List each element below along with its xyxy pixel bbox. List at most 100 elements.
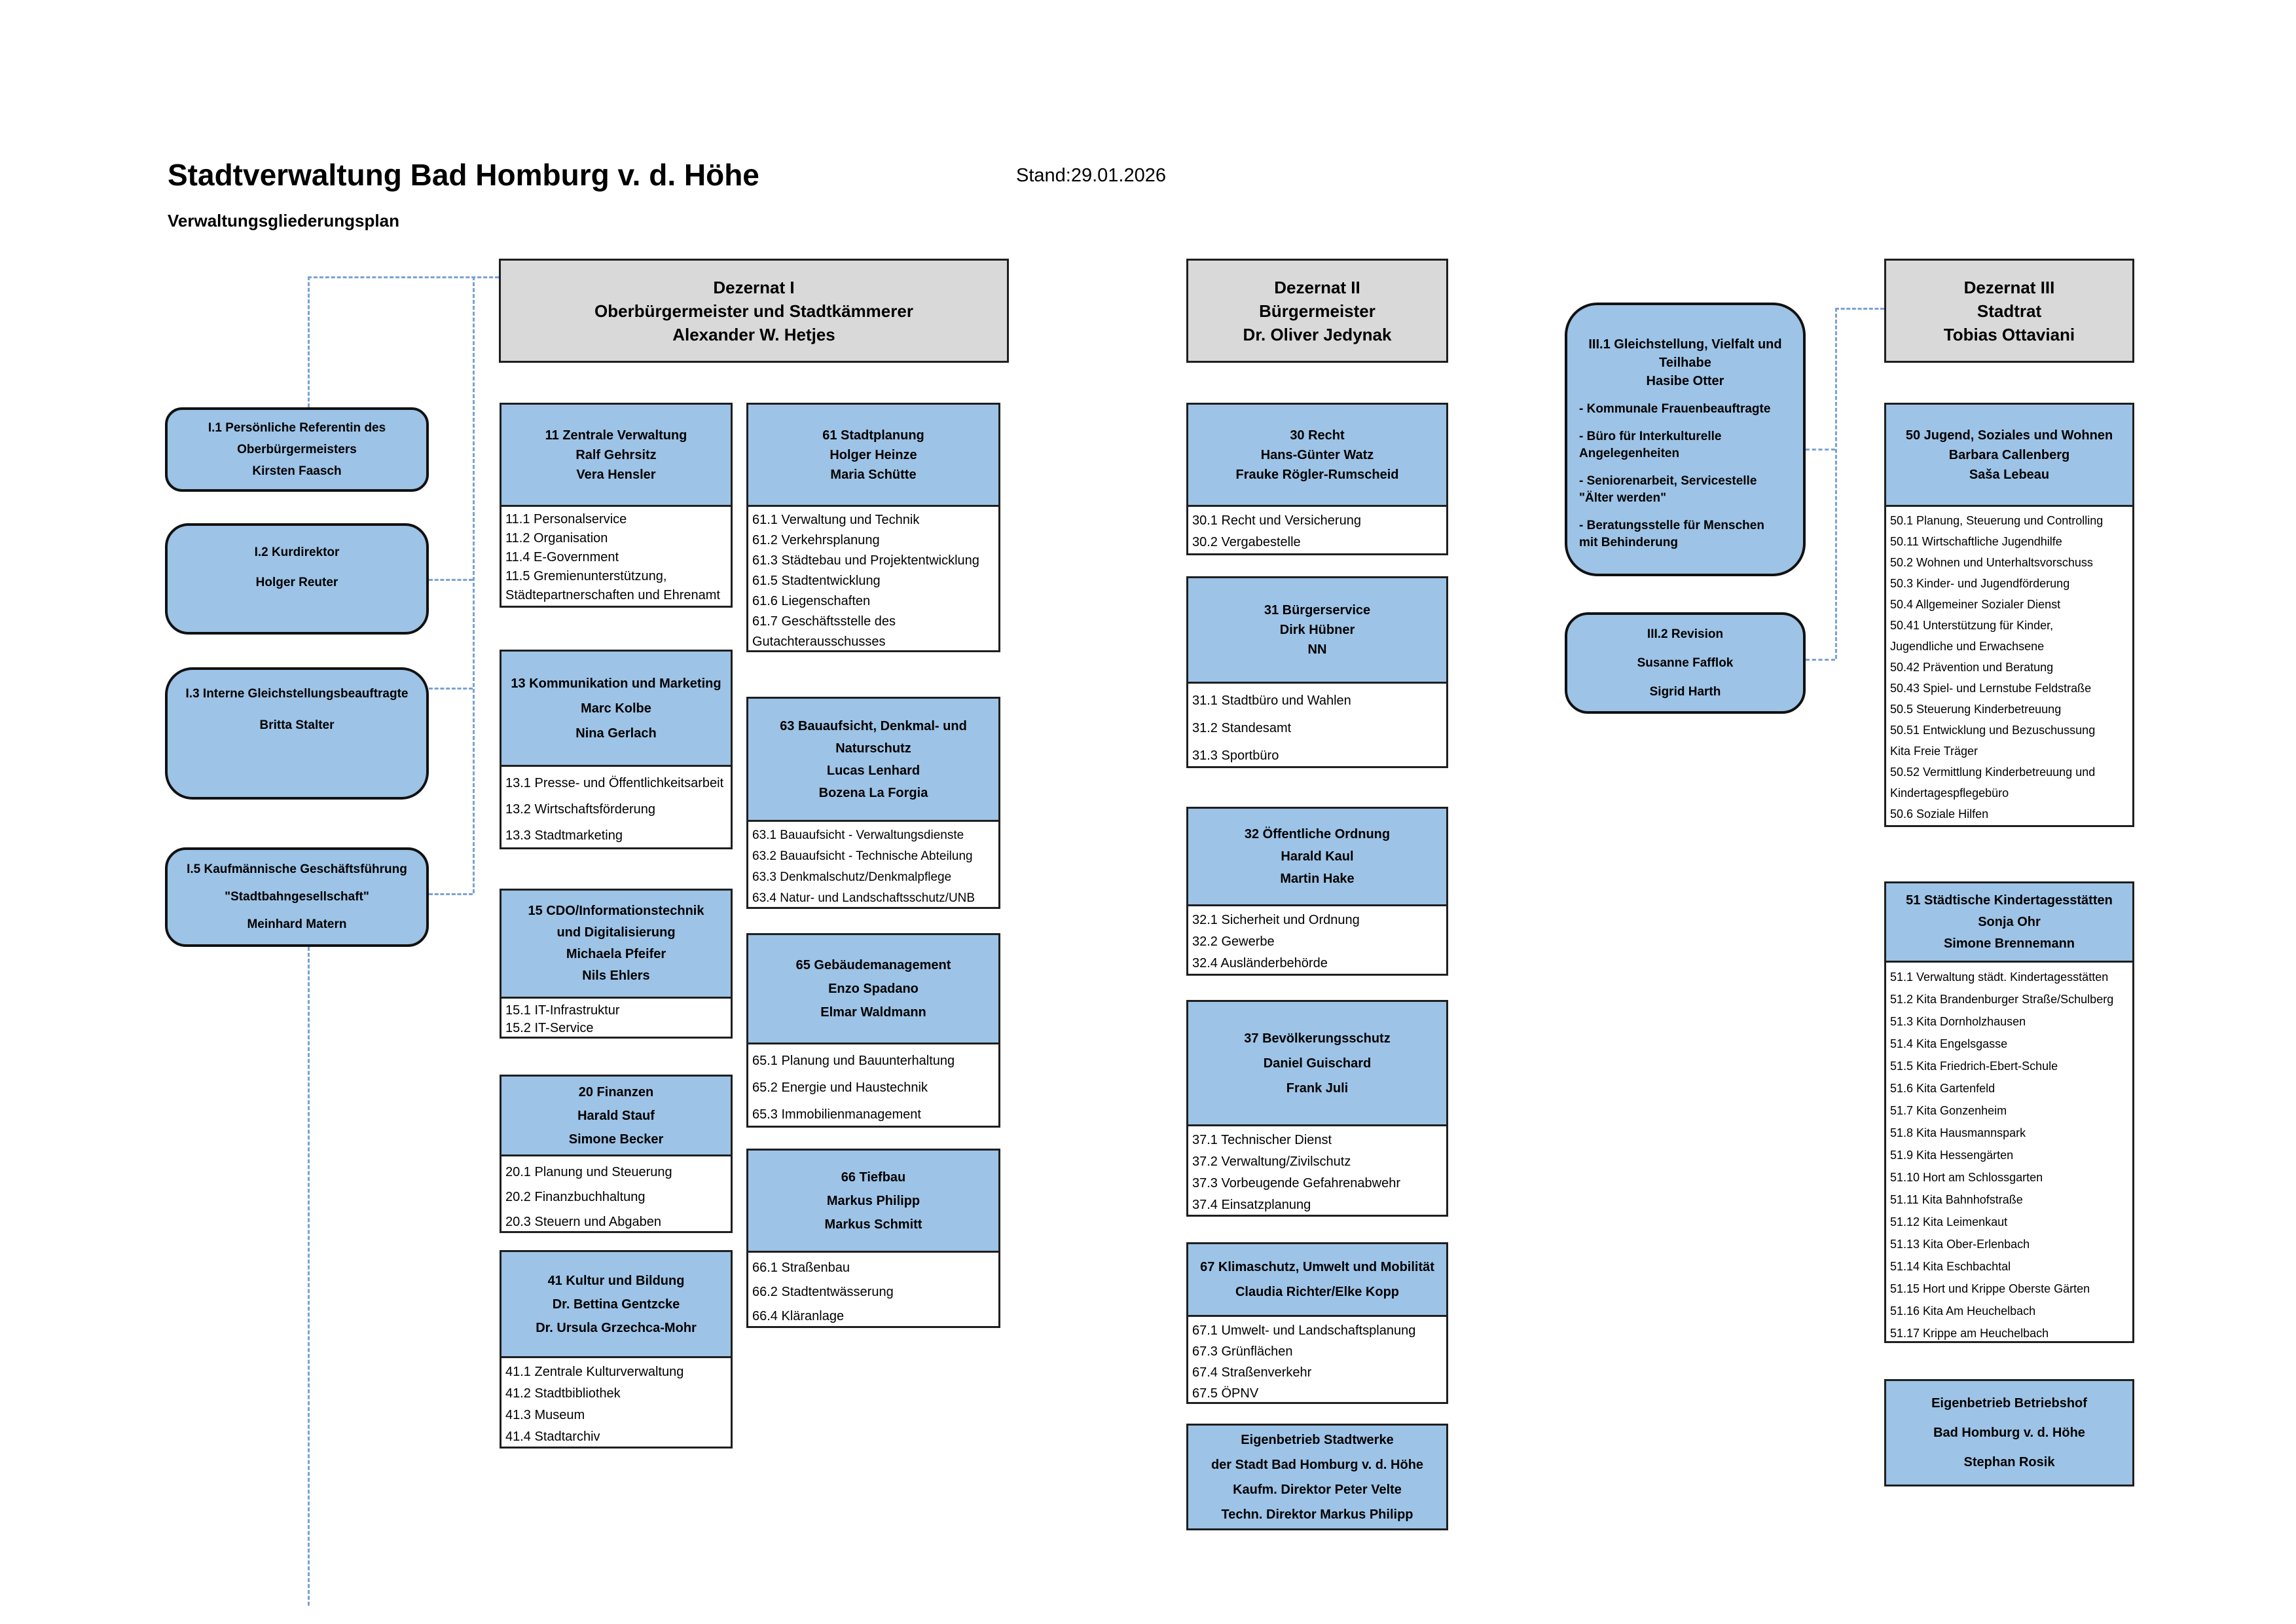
amt-header-line: Frank Juli (1286, 1080, 1349, 1096)
eigenbetrieb-line: Techn. Direktor Markus Philipp (1221, 1507, 1413, 1522)
referat-title-line: Teilhabe (1659, 356, 1711, 370)
unit-line: Kindertagespflegebüro (1890, 786, 2009, 800)
connector-line (308, 947, 310, 1606)
unit-line: 50.43 Spiel- und Lernstube Feldstraße (1890, 682, 2092, 695)
unit-line: 15.1 IT-Infrastruktur (505, 1003, 620, 1018)
amt-header-line: 13 Kommunikation und Marketing (511, 676, 721, 691)
unit-line: 37.1 Technischer Dienst (1192, 1133, 1332, 1147)
amt-header-line: Michaela Pfeifer (566, 947, 666, 961)
unit-line: 50.5 Steuerung Kinderbetreuung (1890, 703, 2062, 716)
unit-line: 15.2 IT-Service (505, 1021, 594, 1035)
unit-line: 51.12 Kita Leimenkaut (1890, 1215, 2008, 1228)
amt-header-line: Frauke Rögler-Rumscheid (1235, 467, 1399, 482)
unit-line: 63.4 Natur- und Landschaftsschutz/UNB (752, 891, 975, 905)
eigenbetrieb-line: Bad Homburg v. d. Höhe (1933, 1425, 2085, 1440)
amt-header-line: Simone Brennemann (1943, 936, 2075, 951)
stab-line: Britta Stalter (259, 718, 335, 732)
eigenbetrieb-line: der Stadt Bad Homburg v. d. Höhe (1211, 1457, 1424, 1472)
dezernat-line: Dezernat III (1963, 277, 2055, 297)
stab-line: I.1 Persönliche Referentin des (208, 421, 386, 435)
unit-line: 65.3 Immobilienmanagement (752, 1107, 921, 1122)
amt-header-line: Elmar Waldmann (820, 1005, 926, 1020)
dezernat-line: Oberbürgermeister und Stadtkämmerer (594, 301, 913, 321)
unit-line: Gutachterausschusses (752, 635, 886, 649)
unit-line: 13.1 Presse- und Öffentlichkeitsarbeit (505, 776, 724, 790)
amt-header-line: Dr. Bettina Gentzcke (552, 1297, 680, 1312)
amt-header-line: Simone Becker (568, 1132, 664, 1147)
unit-line: 50.51 Entwicklung und Bezuschussung (1890, 724, 2096, 737)
unit-line: Jugendliche und Erwachsene (1890, 640, 2045, 653)
amt-header-line: Sonja Ohr (1978, 914, 2041, 929)
amt-header-line: Barbara Callenberg (1948, 447, 2070, 462)
dezernat-line: Bürgermeister (1259, 301, 1376, 321)
unit-line: 37.2 Verwaltung/Zivilschutz (1192, 1154, 1351, 1169)
unit-line: 61.1 Verwaltung und Technik (752, 513, 920, 527)
referat-bullet: - Büro für Interkulturelle Angelegenheit… (1579, 430, 1722, 460)
referat-title-line: III.1 Gleichstellung, Vielfalt und (1588, 337, 1782, 352)
amt-header-line: Lucas Lenhard (826, 763, 920, 778)
amt-header-line: Harald Stauf (577, 1108, 655, 1123)
stab-i5-box: I.5 Kaufmännische Geschäftsführung"Stadt… (165, 847, 429, 947)
unit-line: Städtepartnerschaften und Ehrenamt (505, 588, 720, 602)
unit-line: 51.4 Kita Engelsgasse (1890, 1037, 2008, 1050)
unit-line: 51.14 Kita Eschbachtal (1890, 1260, 2011, 1273)
unit-line: 11.1 Personalservice (505, 512, 627, 526)
amt-header-line: 30 Recht (1290, 428, 1345, 443)
referat-line: Sigrid Harth (1649, 684, 1721, 699)
eigenbetrieb-line: Stephan Rosik (1963, 1454, 2055, 1469)
eigenbetrieb-line: Kaufm. Direktor Peter Velte (1233, 1482, 1402, 1497)
unit-line: 32.1 Sicherheit und Ordnung (1192, 913, 1360, 927)
connector-line (1806, 449, 1835, 451)
amt-header-line: 41 Kultur und Bildung (547, 1273, 685, 1288)
amt-header-line: Holger Heinze (829, 447, 917, 462)
unit-line: 20.1 Planung und Steuerung (505, 1165, 672, 1179)
unit-line: 50.41 Unterstützung für Kinder, (1890, 619, 2054, 632)
stab-line: I.2 Kurdirektor (254, 545, 340, 559)
unit-line: 51.13 Kita Ober-Erlenbach (1890, 1238, 2030, 1251)
amt-header-line: 63 Bauaufsicht, Denkmal- und (780, 718, 967, 733)
unit-line: 50.3 Kinder- und Jugendförderung (1890, 577, 2070, 590)
amt-header-line: Marc Kolbe (581, 701, 651, 716)
page-title: Stadtverwaltung Bad Homburg v. d. Höhe (168, 158, 759, 192)
amt-header-line: 66 Tiefbau (841, 1170, 906, 1185)
unit-line: 41.2 Stadtbibliothek (505, 1386, 621, 1401)
amt-header-line: 11 Zentrale Verwaltung (545, 428, 687, 443)
stab-line: Holger Reuter (255, 576, 338, 589)
unit-line: 11.2 Organisation (505, 531, 608, 545)
unit-line: 67.5 ÖPNV (1192, 1386, 1259, 1401)
unit-line: 51.3 Kita Dornholzhausen (1890, 1015, 2026, 1028)
amt-header-line: Dr. Ursula Grzechca-Mohr (536, 1320, 697, 1335)
stab-line: I.5 Kaufmännische Geschäftsführung (187, 862, 407, 876)
unit-line: 41.1 Zentrale Kulturverwaltung (505, 1365, 684, 1379)
amt-41-units: 41.1 Zentrale Kulturverwaltung 41.2 Stadt… (500, 1356, 733, 1449)
dezernat-line: Stadtrat (1977, 301, 2042, 321)
connector-line (429, 579, 473, 581)
amt-header-line: Claudia Richter/Elke Kopp (1235, 1285, 1400, 1299)
unit-line: 63.3 Denkmalschutz/Denkmalpflege (752, 870, 952, 884)
amt-header-line: Harald Kaul (1281, 849, 1354, 864)
unit-line: 20.2 Finanzbuchhaltung (505, 1190, 646, 1204)
